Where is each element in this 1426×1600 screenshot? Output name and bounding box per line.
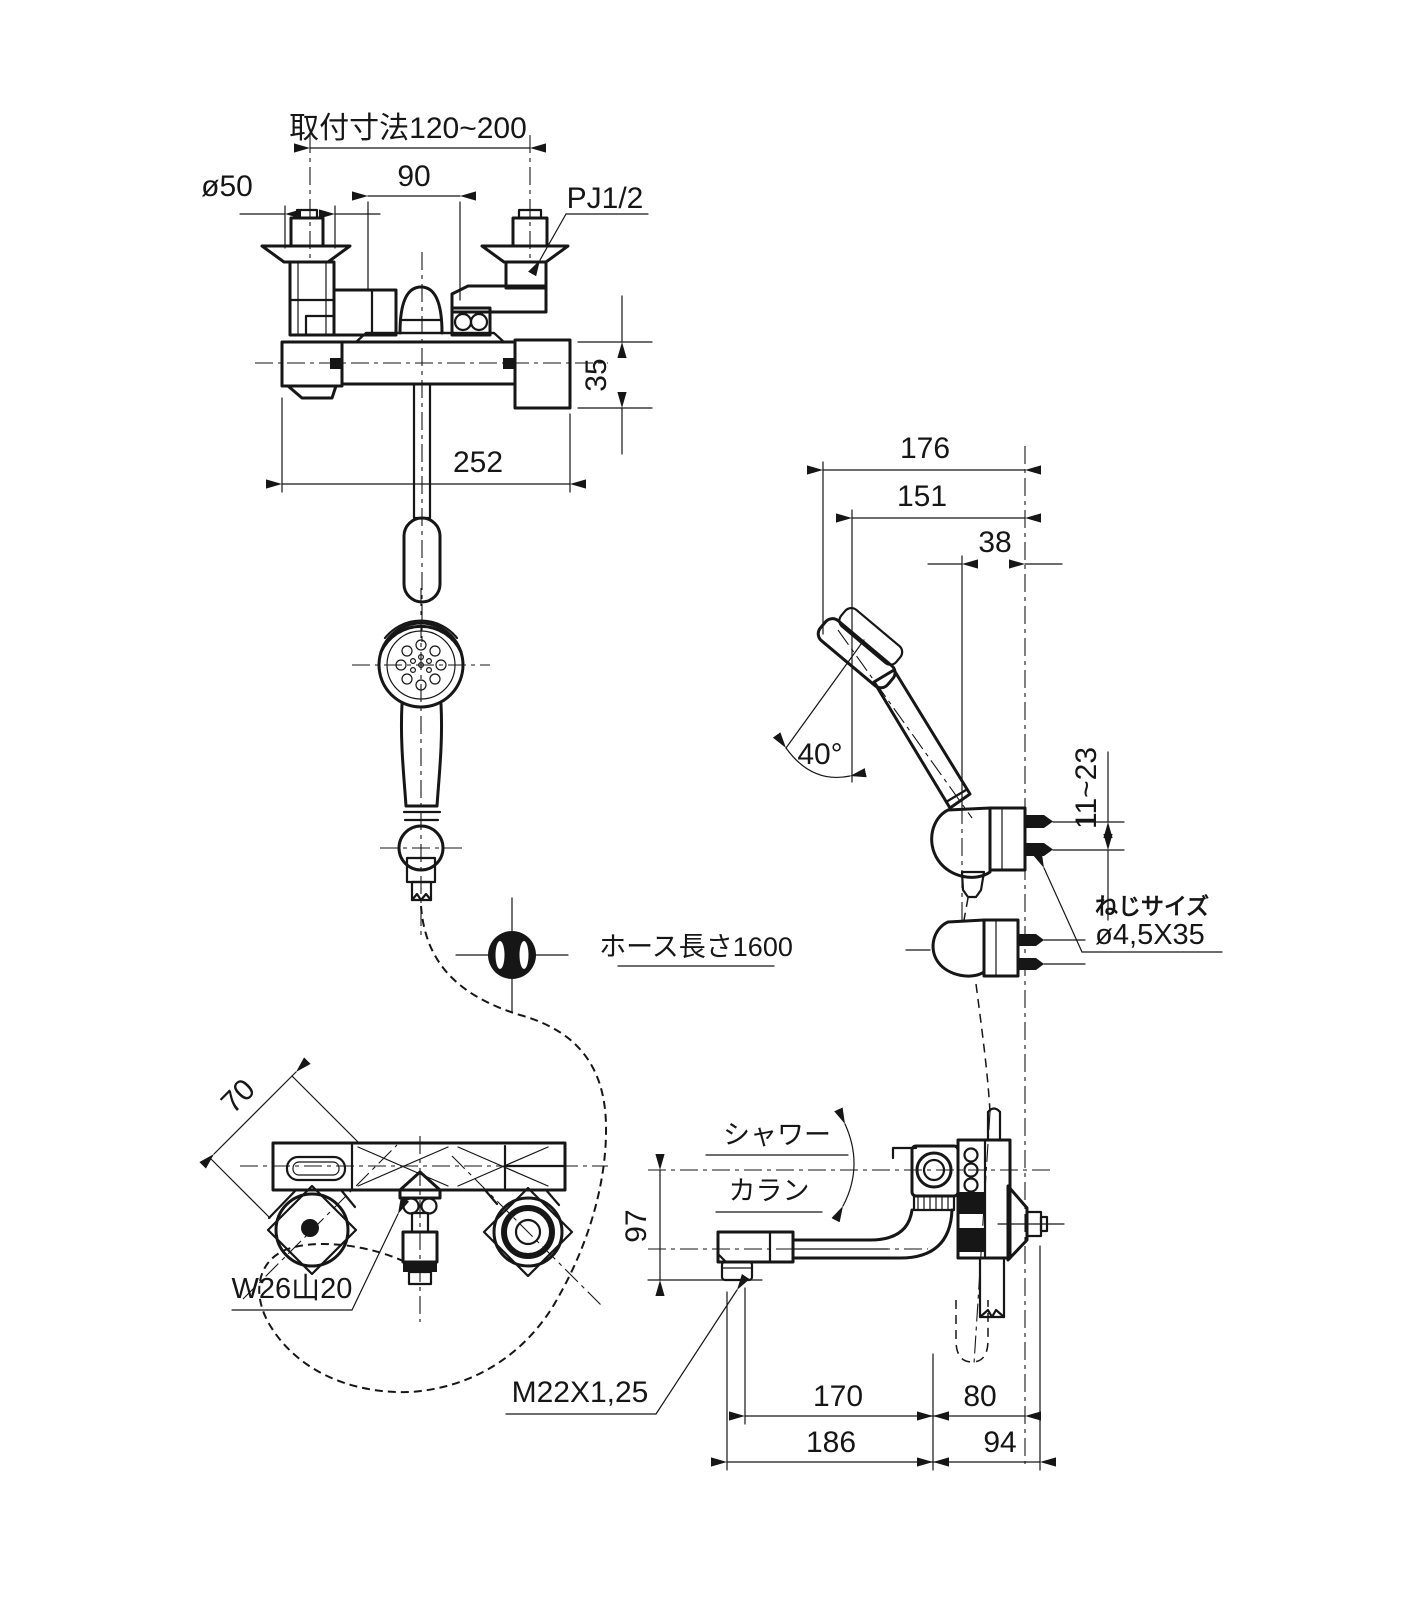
- wall-flange: [1006, 1184, 1049, 1262]
- hanger-screw: [1018, 958, 1044, 970]
- side-view: シャワー カラン 97 M22X1,25 170 80 186 94: [505, 1107, 1065, 1471]
- spout-thread-note: M22X1,25: [512, 1376, 649, 1409]
- lever-rod: [402, 382, 442, 604]
- hose-thread-note: W26山20: [232, 1273, 353, 1305]
- lever-knob: [398, 285, 444, 335]
- label-faucet: カラン: [729, 1176, 810, 1206]
- dim-mounting-pitch: 取付寸法120~200: [289, 112, 527, 145]
- front-view: 取付寸法120~200 90 ø50 PJ1/2 35 252: [201, 112, 653, 642]
- faucet-body: [280, 331, 572, 410]
- shower-head-side: [816, 606, 973, 819]
- shower-face: [377, 621, 465, 709]
- top-view-right-leg: [482, 1186, 574, 1278]
- hanger-screw: [1025, 815, 1053, 828]
- shower-handle-front: [397, 702, 445, 902]
- dim-wall-total: 94: [983, 1426, 1016, 1459]
- machining-marks: [357, 1146, 549, 1187]
- side-view-bottom-dims: 170 80 186 94: [710, 1245, 1057, 1471]
- dim-wall-clearance: 80: [963, 1380, 996, 1413]
- front-view-dimensions: 取付寸法120~200 90 ø50 PJ1/2 35 252: [201, 112, 653, 493]
- spray-nozzles: [395, 639, 447, 691]
- dim-spout-reach-total: 186: [806, 1426, 856, 1459]
- dim-spout-height: 97: [620, 1209, 653, 1242]
- angle-40: 40°: [772, 639, 867, 778]
- lever-rotation-arc: [831, 1107, 855, 1223]
- label-inlet-thread: PJ1/2: [567, 182, 644, 215]
- hose-connector: [398, 1170, 442, 1286]
- screw-note-value: ø4,5X35: [1095, 919, 1205, 951]
- spout-aerator: [720, 1260, 754, 1282]
- dim-70: 70: [199, 1057, 359, 1219]
- dim-handle-span: 90: [397, 160, 430, 193]
- left-union: [260, 208, 398, 337]
- spout: [716, 1208, 954, 1282]
- dim-screw-projection: 11~23: [1070, 747, 1103, 829]
- dim-flange-dia: ø50: [201, 170, 253, 203]
- hose-length-note: ホース長さ1600: [599, 932, 793, 962]
- dim-head-reach: 151: [897, 480, 947, 513]
- top-view: 70 W26山20: [199, 1057, 608, 1322]
- hanger-screw: [1018, 934, 1044, 946]
- right-union: [450, 208, 570, 337]
- hanger-lower: [931, 918, 1044, 978]
- shower-handle-side: [872, 668, 972, 810]
- side-view-body: [891, 1107, 1012, 1260]
- head-angle: 40°: [797, 738, 842, 771]
- top-view-left-leg: [266, 1184, 358, 1276]
- dim-hanger-offset: 38: [978, 526, 1011, 559]
- label-shower: シャワー: [723, 1120, 831, 1150]
- hose-curve: [258, 905, 608, 1394]
- hanger-screw: [1025, 843, 1053, 856]
- shower-head-front: [352, 588, 490, 940]
- dim-overall-depth: 176: [900, 432, 950, 465]
- hose-section-symbol: [455, 897, 569, 1013]
- screw-note-title: ねじサイズ: [1095, 893, 1209, 919]
- hanger-view: 176 151 38 40°: [772, 432, 1223, 1464]
- dim-spout-reach: 170: [813, 1380, 863, 1413]
- dim-cap-height: 35: [580, 358, 613, 391]
- side-view-lever: [955, 1256, 1006, 1363]
- hanger-upper: [930, 806, 1053, 899]
- dim-overall-width: 252: [453, 446, 503, 479]
